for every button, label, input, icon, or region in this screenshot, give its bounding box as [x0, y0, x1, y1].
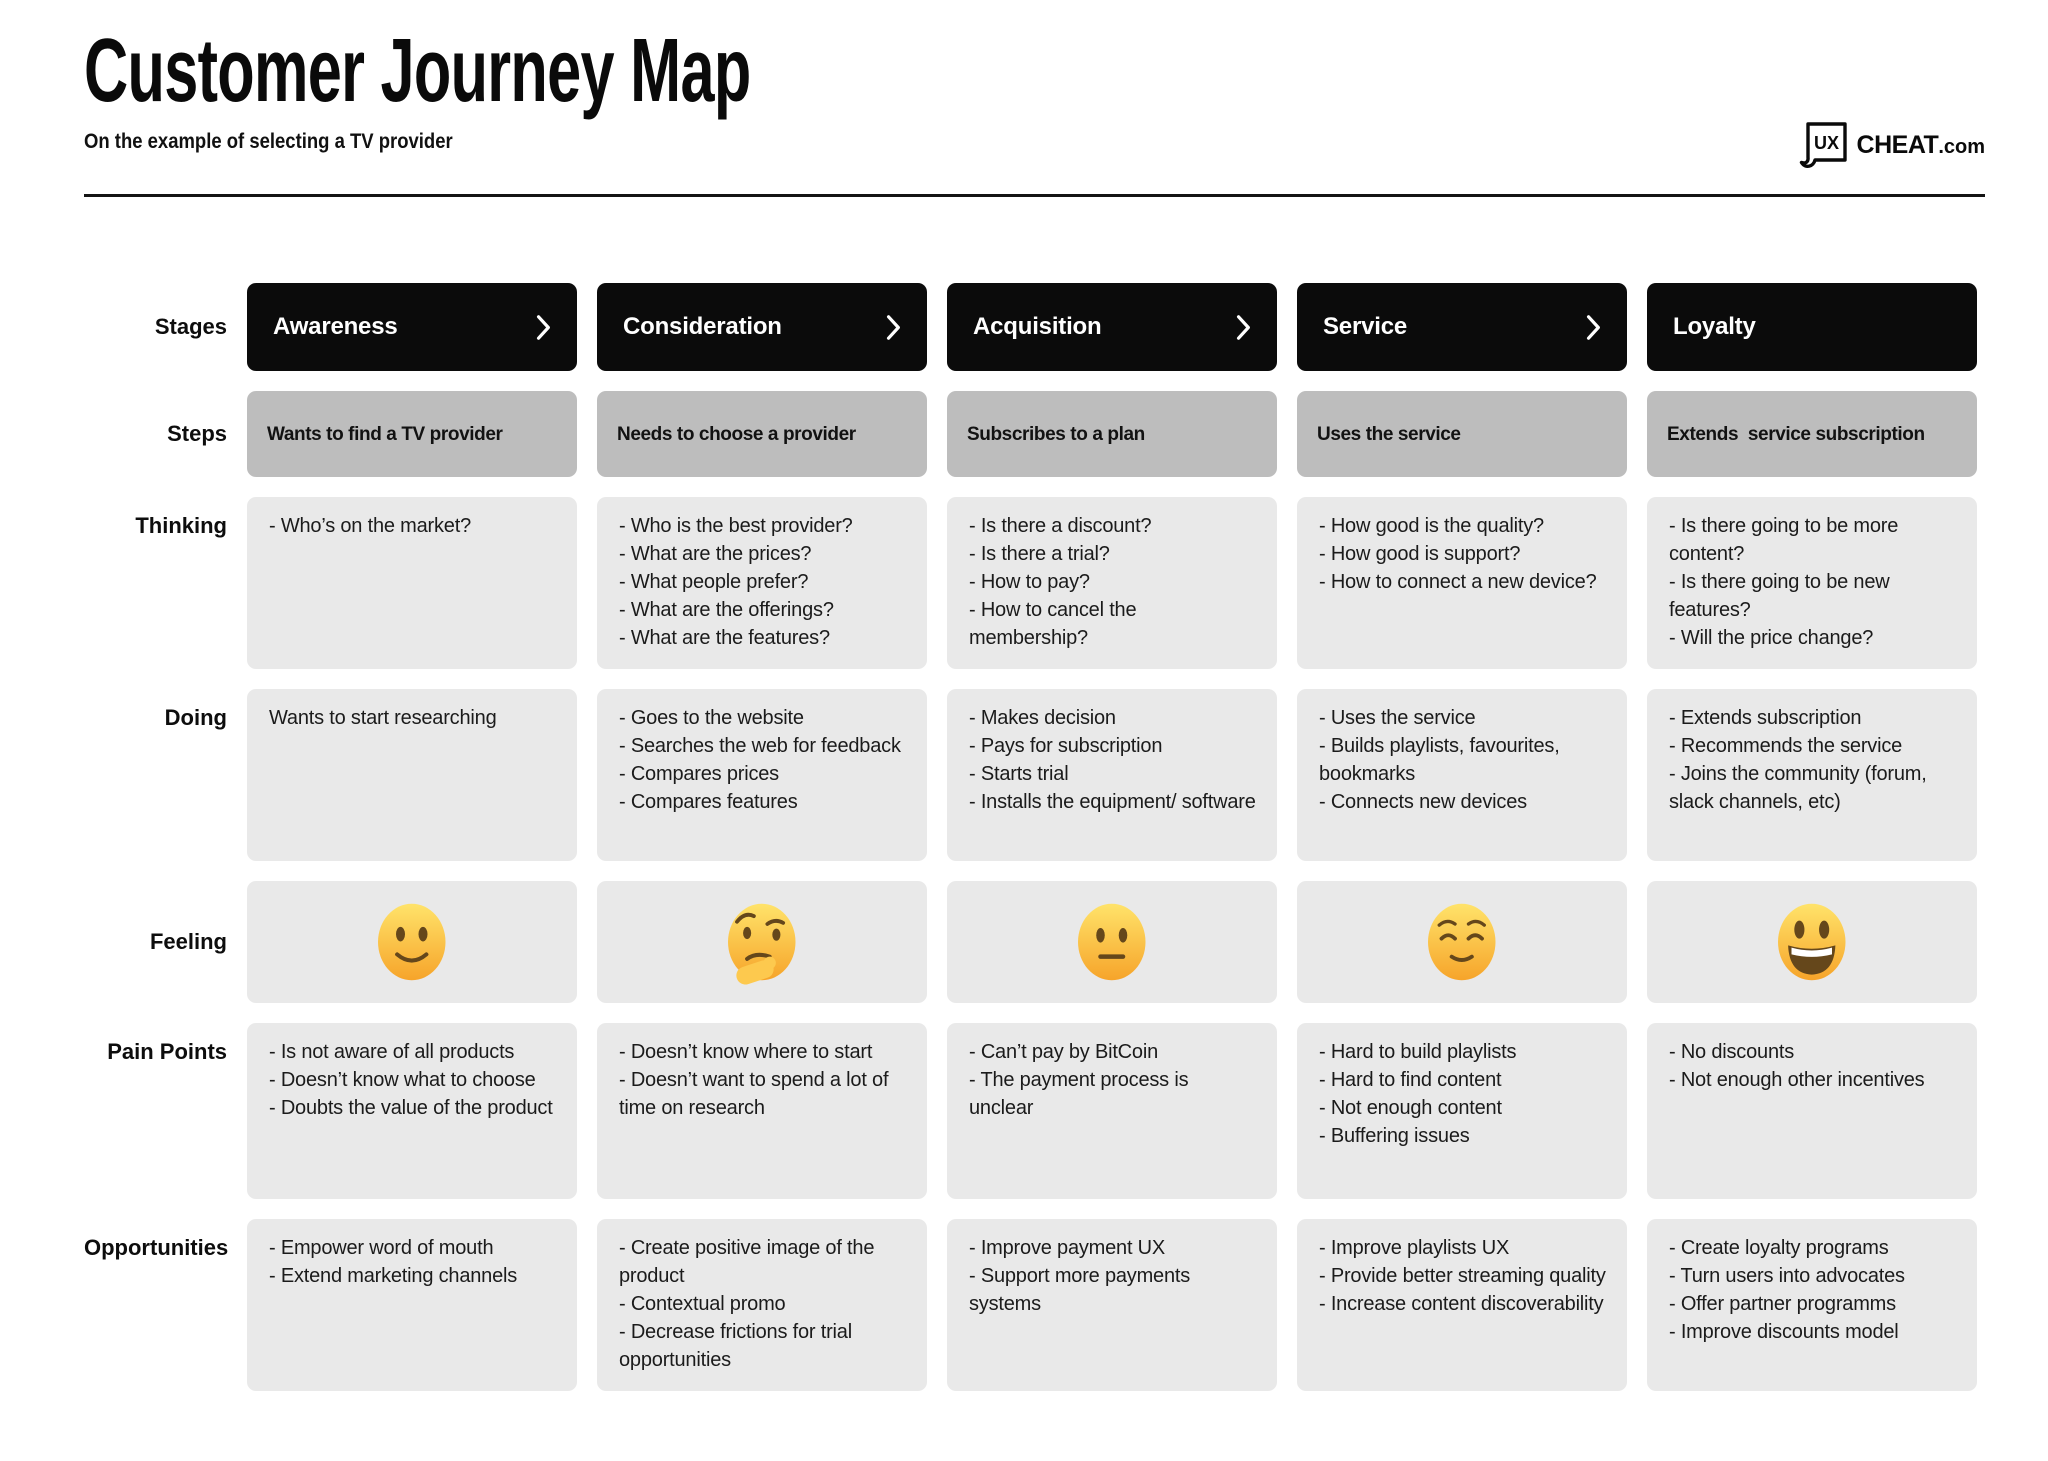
cheat-sheet-icon: UX [1799, 122, 1847, 168]
chevron-right-icon [886, 314, 900, 340]
feeling-cell [597, 881, 927, 1003]
relieved-face-emoji [1428, 903, 1496, 981]
journey-map-grid: Stages Awareness Consideration Acquisiti… [84, 283, 2048, 1391]
feeling-cell [947, 881, 1277, 1003]
stage-cell-loyalty: Loyalty [1647, 283, 1977, 371]
page-subtitle: On the example of selecting a TV provide… [84, 130, 453, 153]
header: Customer Journey Map On the example of s… [84, 0, 1985, 197]
row-label-doing: Doing [164, 705, 227, 730]
doing-cell: - Extends subscription - Recommends the … [1647, 689, 1977, 861]
uxcheat-logo: UX CHEAT.com [1797, 118, 1985, 172]
thinking-cell: - Is there going to be more content? - I… [1647, 497, 1977, 669]
page-title: Customer Journey Map [84, 21, 751, 121]
neutral-face-emoji [1078, 903, 1146, 981]
stage-label: Loyalty [1673, 313, 1756, 340]
row-label-stages: Stages [154, 314, 227, 339]
pain-points-cell: - Doesn’t know where to start - Doesn’t … [597, 1023, 927, 1199]
feeling-cell [1647, 881, 1977, 1003]
opportunities-cell: - Create loyalty programs - Turn users i… [1647, 1219, 1977, 1391]
row-label-thinking: Thinking [135, 513, 227, 538]
feeling-cell [1297, 881, 1627, 1003]
row-label-feeling: Feeling [149, 929, 227, 954]
chevron-right-icon [1586, 314, 1600, 340]
step-cell: Extends service subscription [1647, 391, 1977, 477]
thinking-cell: - Who is the best provider? - What are t… [597, 497, 927, 669]
thinking-cell: - How good is the quality? - How good is… [1297, 497, 1627, 669]
row-label-steps: Steps [167, 421, 227, 446]
pain-points-cell: - No discounts - Not enough other incent… [1647, 1023, 1977, 1199]
row-label-pain-points: Pain Points [107, 1039, 227, 1064]
stage-label: Awareness [273, 313, 398, 340]
row-label-opportunities: Opportunities [84, 1235, 229, 1260]
stage-label: Service [1323, 313, 1408, 340]
grinning-face-emoji [1778, 903, 1846, 981]
thinking-face-emoji [728, 903, 796, 985]
doing-cell: - Uses the service - Builds playlists, f… [1297, 689, 1627, 861]
opportunities-cell: - Create positive image of the product -… [597, 1219, 927, 1391]
stage-label: Acquisition [973, 313, 1102, 340]
pain-points-cell: - Is not aware of all products - Doesn’t… [247, 1023, 577, 1199]
slightly-smiling-face-emoji [378, 903, 446, 981]
logo-ux-text: UX [1814, 133, 1839, 153]
stage-cell-service: Service [1297, 283, 1627, 371]
thinking-cell: - Who’s on the market? [247, 497, 577, 669]
stage-label: Consideration [623, 313, 782, 340]
doing-cell: - Goes to the website - Searches the web… [597, 689, 927, 861]
logo-brand-text: CHEAT [1856, 130, 1939, 159]
feeling-cell [247, 881, 577, 1003]
pain-points-cell: - Hard to build playlists - Hard to find… [1297, 1023, 1627, 1199]
step-cell: Wants to find a TV provider [247, 391, 577, 477]
chevron-right-icon [1236, 314, 1250, 340]
thinking-cell: - Is there a discount? - Is there a tria… [947, 497, 1277, 669]
logo-suffix-text: .com [1938, 135, 1985, 158]
pain-points-cell: - Can’t pay by BitCoin - The payment pro… [947, 1023, 1277, 1199]
chevron-right-icon [536, 314, 550, 340]
doing-cell: Wants to start researching [247, 689, 577, 861]
step-cell: Uses the service [1297, 391, 1627, 477]
step-cell: Needs to choose a provider [597, 391, 927, 477]
opportunities-cell: - Empower word of mouth - Extend marketi… [247, 1219, 577, 1391]
opportunities-cell: - Improve payment UX - Support more paym… [947, 1219, 1277, 1391]
doing-cell: - Makes decision - Pays for subscription… [947, 689, 1277, 861]
stage-cell-awareness: Awareness [247, 283, 577, 371]
stage-cell-consideration: Consideration [597, 283, 927, 371]
stage-cell-acquisition: Acquisition [947, 283, 1277, 371]
step-cell: Subscribes to a plan [947, 391, 1277, 477]
opportunities-cell: - Improve playlists UX - Provide better … [1297, 1219, 1627, 1391]
